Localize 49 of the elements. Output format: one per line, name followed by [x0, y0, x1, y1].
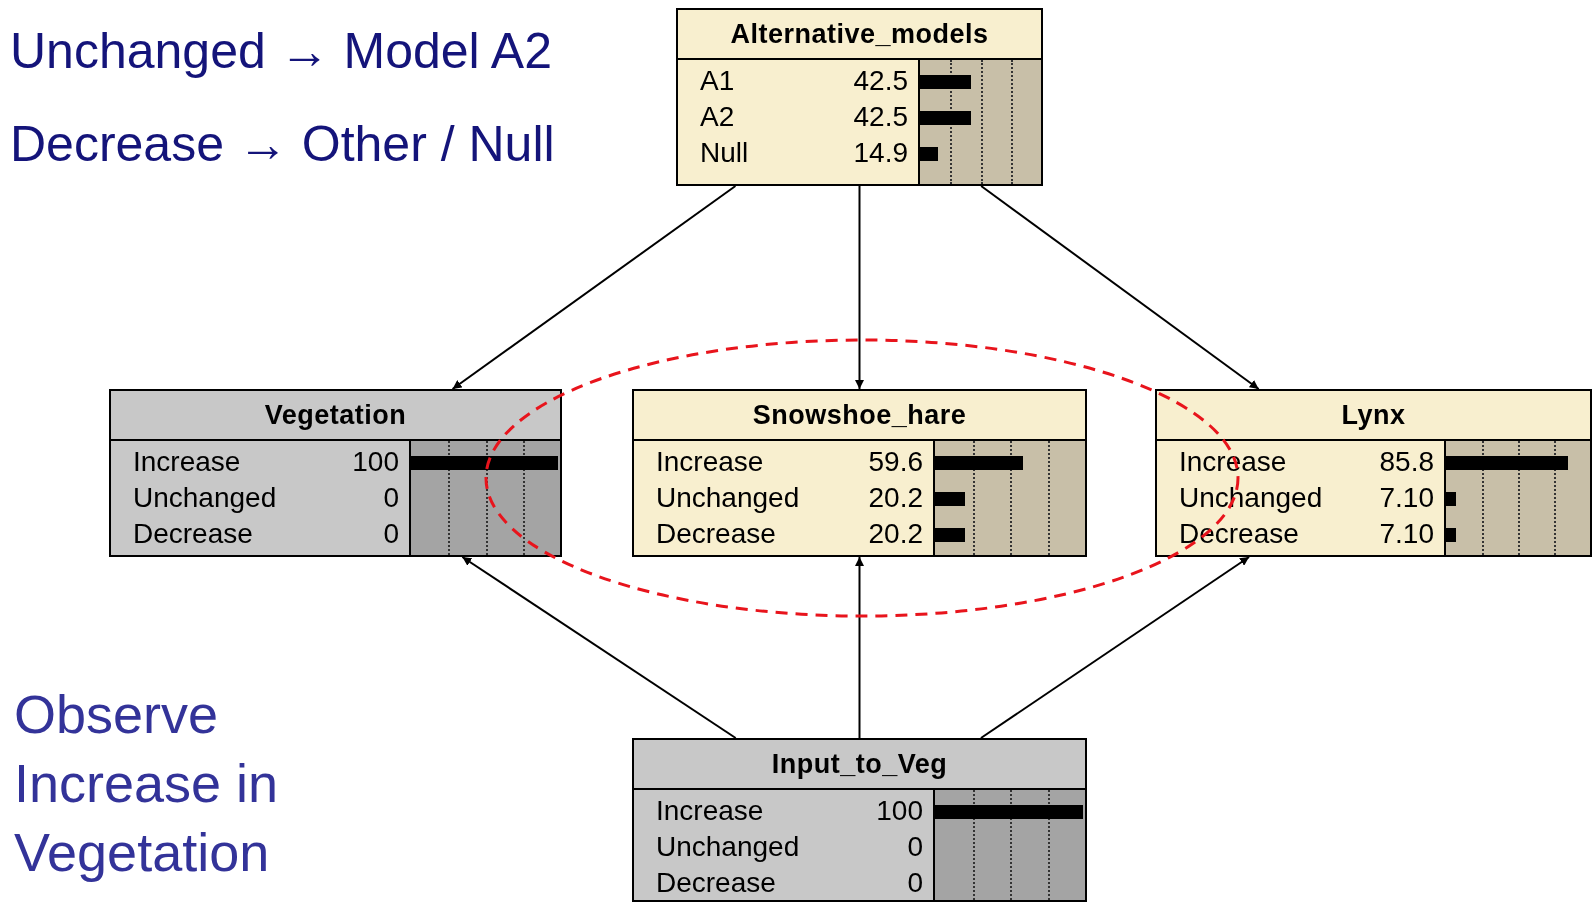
state-name: Increase [656, 795, 764, 827]
arrow [980, 185, 1260, 390]
probability-value: 0 [383, 482, 399, 514]
arrow [979, 556, 1251, 739]
variable-node [109, 389, 562, 557]
state-name: Increase [656, 446, 764, 478]
probability-value: 0 [907, 867, 923, 899]
note-text: Unchanged → Model A2 [10, 22, 553, 80]
state-name: Decrease [133, 518, 253, 550]
probability-value: 42.5 [853, 65, 908, 97]
state-name: Decrease [656, 518, 776, 550]
note-text: Observe Increase in Vegetation [14, 683, 280, 885]
state-name: Unchanged [656, 482, 800, 514]
arrow [451, 185, 737, 390]
state-name: A1 [700, 65, 735, 97]
node-title: Input_to_Veg [771, 748, 948, 780]
probability-value: 20.2 [868, 482, 923, 514]
probability-value: 42.5 [853, 101, 908, 133]
node-title: Lynx [1341, 399, 1406, 431]
probability-value: 7.10 [1379, 518, 1434, 550]
arrow [461, 556, 737, 739]
probability-value: 0 [907, 831, 923, 863]
state-name: Decrease [1179, 518, 1299, 550]
note-text: Decrease → Other / Null [10, 115, 555, 173]
probability-value: 14.9 [853, 137, 908, 169]
probability-value: 85.8 [1379, 446, 1434, 478]
node-title: Vegetation [264, 399, 407, 431]
variable-node [632, 389, 1087, 557]
state-name: Null [700, 137, 749, 169]
probability-value: 100 [352, 446, 399, 478]
arrow [855, 556, 864, 739]
node-title: Alternative_models [730, 18, 989, 50]
probability-value: 7.10 [1379, 482, 1434, 514]
state-name: Increase [133, 446, 241, 478]
probability-value: 100 [876, 795, 923, 827]
state-name: Unchanged [1179, 482, 1323, 514]
probability-value: 0 [383, 518, 399, 550]
variable-node [632, 738, 1087, 902]
probability-value: 20.2 [868, 518, 923, 550]
probability-value: 59.6 [868, 446, 923, 478]
variable-node [676, 8, 1043, 186]
state-name: A2 [700, 101, 735, 133]
variable-node [1155, 389, 1592, 557]
state-name: Unchanged [133, 482, 277, 514]
state-name: Decrease [656, 867, 776, 899]
arrow [855, 185, 864, 390]
state-name: Increase [1179, 446, 1287, 478]
node-title: Snowshoe_hare [752, 399, 967, 431]
state-name: Unchanged [656, 831, 800, 863]
